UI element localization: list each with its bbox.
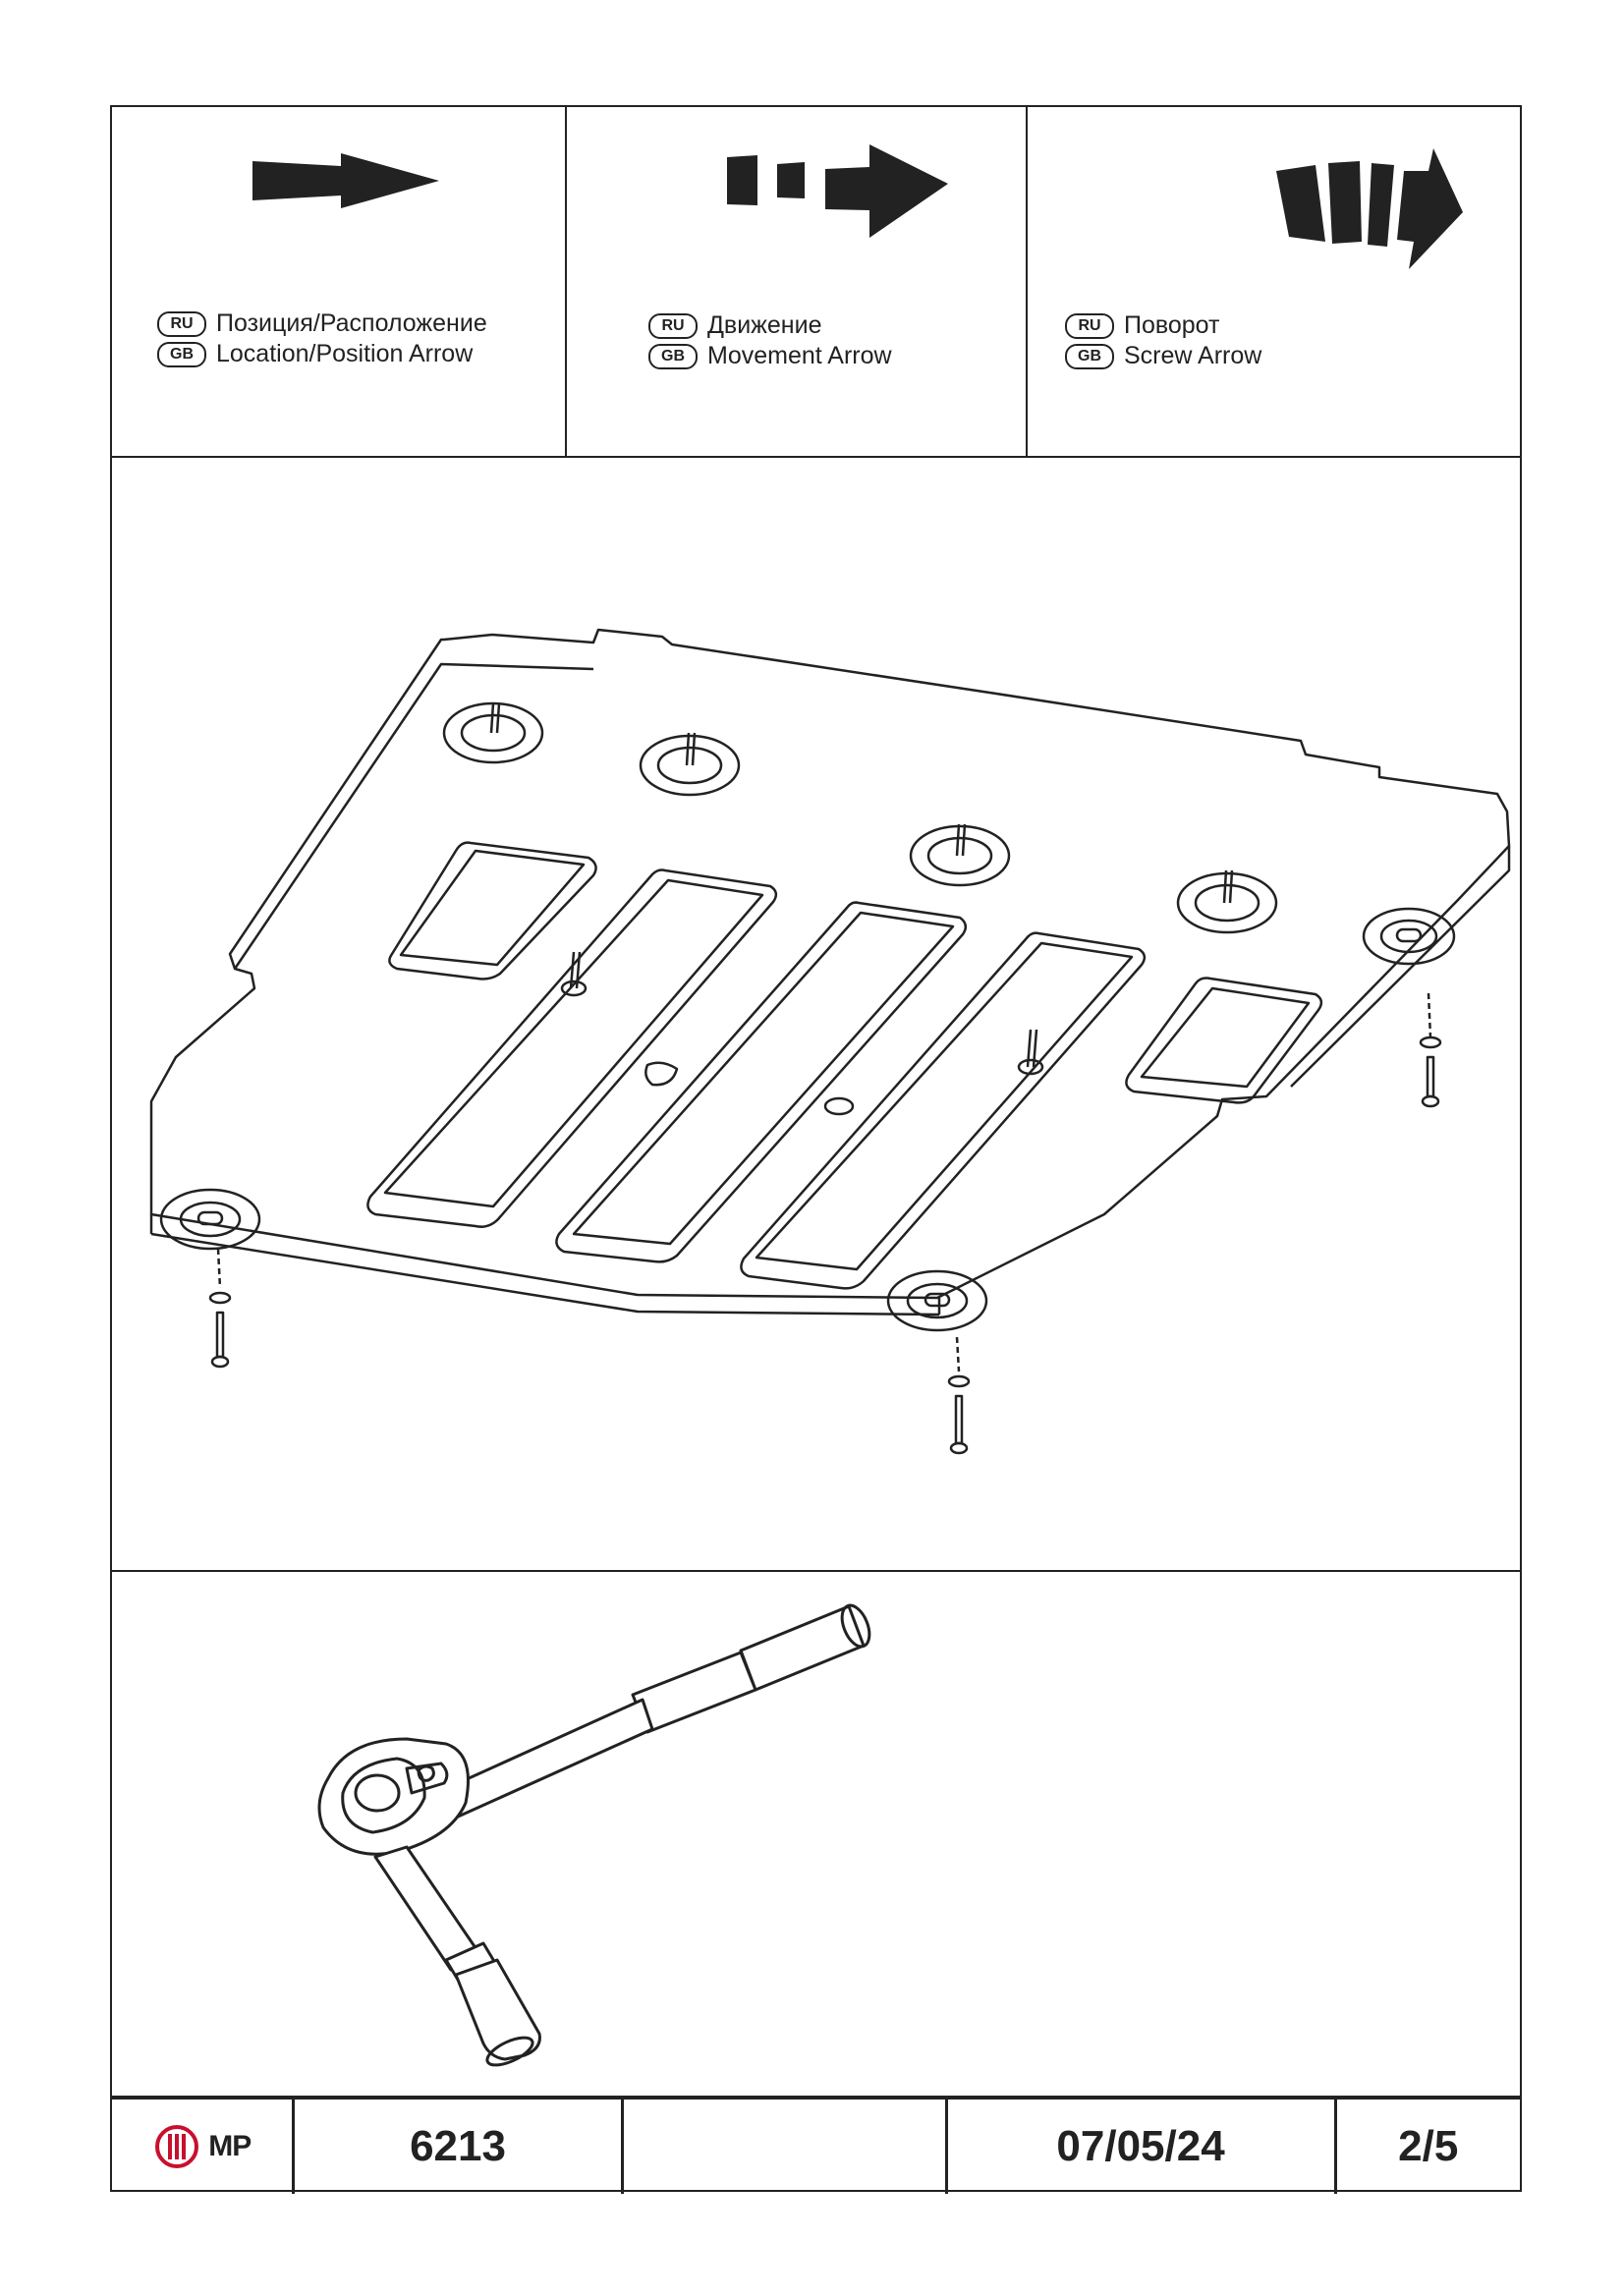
ru-badge: RU bbox=[1065, 312, 1114, 339]
legend-cell-movement: RU Движение GB Movement Arrow bbox=[567, 107, 1028, 456]
legend-ru-text: Движение bbox=[707, 311, 822, 339]
ru-badge: RU bbox=[648, 312, 698, 339]
legend-gb-text: Screw Arrow bbox=[1124, 342, 1262, 369]
legend-ru-text: Позиция/Расположение bbox=[216, 309, 487, 337]
instruction-sheet: RU Позиция/Расположение GB Location/Positi… bbox=[110, 105, 1522, 2194]
legend-cell-screw: RU Поворот GB Screw Arrow bbox=[1028, 107, 1524, 456]
gb-badge: GB bbox=[157, 341, 206, 367]
title-block: MP 6213 07/05/24 2/5 bbox=[112, 2096, 1520, 2194]
plate-cutout bbox=[555, 901, 968, 1263]
part-number: 6213 bbox=[295, 2100, 624, 2194]
ru-badge: RU bbox=[157, 310, 206, 337]
mp-logo-icon bbox=[155, 2125, 199, 2168]
screw-arrow-icon bbox=[1276, 148, 1463, 269]
skid-plate-diagram bbox=[149, 628, 1511, 1455]
gb-badge: GB bbox=[1065, 343, 1114, 369]
bolts bbox=[208, 992, 1442, 1455]
location-arrow-icon bbox=[252, 153, 439, 208]
plate-cutout bbox=[388, 841, 597, 980]
legend-gb-text: Movement Arrow bbox=[707, 342, 892, 369]
legend-gb-text: Location/Position Arrow bbox=[216, 340, 474, 367]
legend-cell-location: RU Позиция/Расположение GB Location/Positi… bbox=[112, 107, 567, 456]
plate-cutout bbox=[366, 868, 778, 1228]
page-number: 2/5 bbox=[1398, 2122, 1459, 2170]
logo-text: MP bbox=[208, 2130, 252, 2162]
blank-cell bbox=[624, 2100, 948, 2194]
arrow-legend: RU Позиция/Расположение GB Location/Positi… bbox=[112, 107, 1520, 458]
footer-logo-cell: MP bbox=[112, 2100, 296, 2194]
legend-caption-location: RU Позиция/Расположение GB Location/Positi… bbox=[157, 308, 487, 369]
revision-date: 07/05/24 bbox=[948, 2100, 1337, 2194]
plate-outline bbox=[149, 628, 1511, 1300]
gb-badge: GB bbox=[648, 343, 698, 369]
plate-cutout bbox=[1125, 977, 1323, 1104]
legend-ru-text: Поворот bbox=[1124, 311, 1220, 339]
legend-caption-movement: RU Движение GB Movement Arrow bbox=[648, 310, 892, 371]
plate-cutout bbox=[740, 931, 1147, 1290]
skid-plate-drawing-panel bbox=[112, 458, 1520, 1572]
movement-arrow-icon bbox=[727, 144, 948, 238]
stud-bosses bbox=[159, 701, 1456, 1332]
brand-logo: MP bbox=[153, 2123, 252, 2170]
legend-caption-screw: RU Поворот GB Screw Arrow bbox=[1065, 310, 1261, 371]
ratchet-wrench-icon bbox=[317, 1603, 871, 2067]
ratchet-wrench-panel bbox=[112, 1572, 1520, 2100]
